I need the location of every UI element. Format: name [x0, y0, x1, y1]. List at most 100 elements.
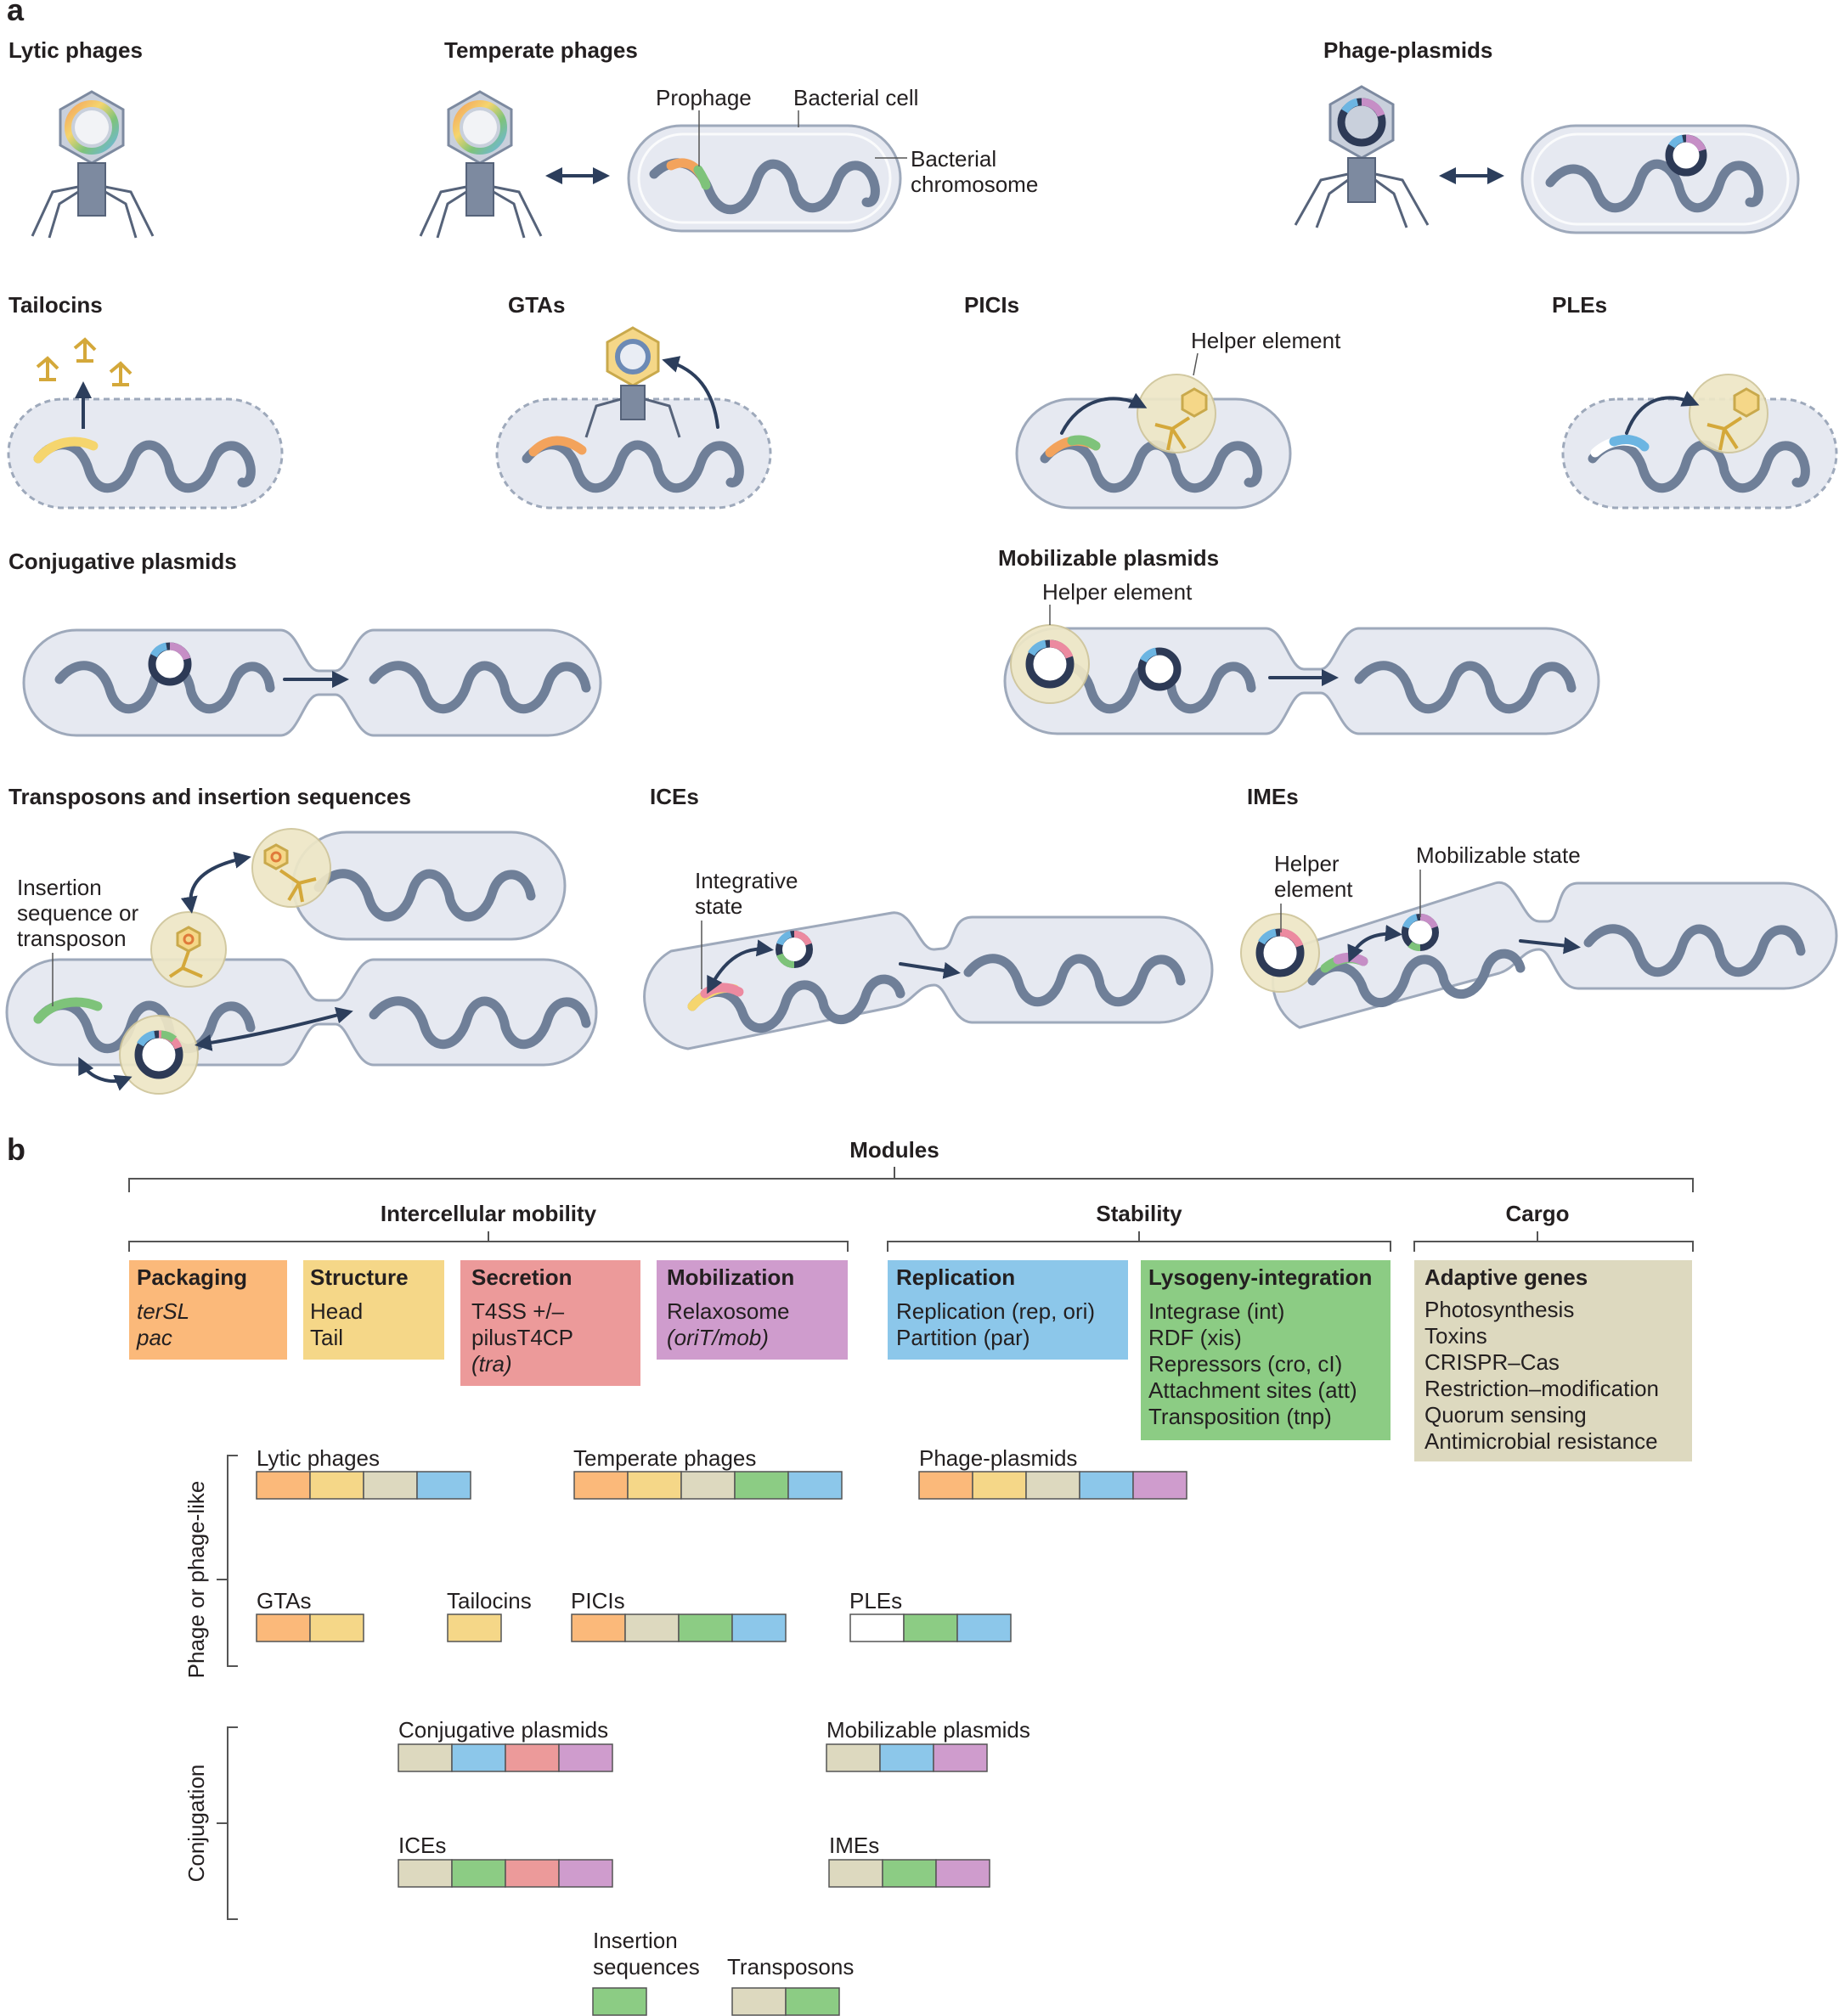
module-mobilization-line: (oriT/mob): [667, 1325, 769, 1350]
module-structure-line: Tail: [310, 1325, 343, 1350]
element-label-insertion-sequences-2: sequences: [593, 1954, 700, 1979]
label-mobilizable-state: Mobilizable state: [1416, 842, 1581, 868]
module-replication-line: Partition (par): [896, 1325, 1030, 1350]
label-bacterial-chromosome-2: chromosome: [911, 172, 1038, 197]
element-label-picis: PICIs: [571, 1588, 625, 1613]
title-gtas: GTAs: [508, 292, 565, 318]
bar-segment-transposons-cargo: [731, 1987, 787, 2016]
module-adaptive-line: Quorum sensing: [1424, 1402, 1587, 1428]
title-temperate-phages: Temperate phages: [444, 37, 638, 63]
bar-segment-picis-replication: [731, 1613, 787, 1642]
bar-segment-lytic-phages-packaging: [256, 1471, 311, 1500]
module-packaging-title: Packaging: [137, 1264, 247, 1290]
bar-segment-phage-plasmids-mobilization: [1132, 1471, 1187, 1500]
bar-segment-conjugative-plasmids-cargo: [398, 1743, 453, 1772]
label-integrative-1: Integrative: [695, 868, 798, 893]
bar-segment-phage-plasmids-replication: [1079, 1471, 1134, 1500]
bar-segment-temperate-phages-cargo: [680, 1471, 736, 1500]
module-adaptive-line: Restriction–modification: [1424, 1376, 1659, 1401]
module-mobilization-box: [657, 1260, 848, 1360]
element-label-transposons: Transposons: [727, 1954, 854, 1979]
bar-segment-phage-plasmids-packaging: [918, 1471, 973, 1500]
label-bacterial-cell: Bacterial cell: [793, 85, 918, 110]
title-tailocins: Tailocins: [8, 292, 103, 318]
bar-segment-imes-mobilization: [935, 1859, 990, 1888]
imes-illustration: [1240, 881, 1838, 1029]
gtas-illustration: [495, 326, 772, 510]
picis-illustration: [1015, 374, 1292, 510]
element-label-temperate-phages: Temperate phages: [573, 1445, 756, 1471]
title-conjugative-plasmids: Conjugative plasmids: [8, 549, 237, 574]
module-lysogeny-line: Repressors (cro, cI): [1148, 1351, 1342, 1377]
title-ples: PLEs: [1552, 292, 1607, 318]
bar-segment-conjugative-plasmids-secretion: [505, 1743, 560, 1772]
title-imes: IMEs: [1247, 784, 1299, 809]
module-secretion-box: [460, 1260, 640, 1386]
phage-plasmid-cell: [1520, 124, 1800, 234]
module-structure-box: [303, 1260, 444, 1360]
bar-segment-imes-cargo: [828, 1859, 883, 1888]
bar-segment-temperate-phages-packaging: [573, 1471, 629, 1500]
module-replication-box: [888, 1260, 1128, 1360]
bar-segment-phage-plasmids-cargo: [1025, 1471, 1080, 1500]
label-ime-helper-2: element: [1274, 876, 1353, 902]
element-label-tailocins: Tailocins: [447, 1588, 532, 1613]
phage-plasmid-illustration: [1294, 85, 1430, 228]
module-lysogeny-line: Integrase (int): [1148, 1298, 1284, 1324]
module-secretion-line: (tra): [471, 1351, 512, 1377]
bar-segment-transposons-lysogeny: [785, 1987, 840, 2016]
ices-illustration: [643, 911, 1214, 1050]
module-structure-title: Structure: [310, 1264, 409, 1290]
module-adaptive-line: Photosynthesis: [1424, 1297, 1574, 1322]
module-lysogeny-line: Attachment sites (att): [1148, 1377, 1357, 1403]
label-insertion-2: sequence or: [17, 900, 138, 926]
module-secretion-line: pilusT4CP: [471, 1325, 573, 1350]
module-adaptive-title: Adaptive genes: [1424, 1264, 1588, 1290]
module-adaptive-line: Antimicrobial resistance: [1424, 1428, 1658, 1454]
module-adaptive-box: [1414, 1260, 1692, 1461]
module-lysogeny-title: Lysogeny-integration: [1148, 1264, 1372, 1290]
module-packaging-line: terSL: [137, 1298, 189, 1324]
bar-segment-insertion-sequences-lysogeny: [592, 1987, 647, 2016]
bar-segment-picis-packaging: [571, 1613, 626, 1642]
module-packaging-line: pac: [136, 1325, 172, 1350]
label-bacterial-chromosome-1: Bacterial: [911, 146, 996, 172]
module-structure: Structure Head Tail: [303, 1260, 444, 1360]
module-mobilization: Mobilization Relaxosome (oriT/mob): [657, 1260, 848, 1360]
module-mobilization-title: Mobilization: [667, 1264, 794, 1290]
title-ices: ICEs: [650, 784, 699, 809]
element-label-gtas: GTAs: [257, 1588, 312, 1613]
module-adaptive: Adaptive genes Photosynthesis Toxins CRI…: [1414, 1260, 1692, 1461]
transposons-illustration: [5, 828, 598, 1095]
side-label-phage-like: Phage or phage-like: [183, 1481, 209, 1679]
bar-segment-lytic-phages-replication: [416, 1471, 471, 1500]
label-integrative-2: state: [695, 893, 742, 919]
module-mobilization-line: Relaxosome: [667, 1298, 790, 1324]
group-cargo: Cargo: [1505, 1201, 1569, 1226]
bar-segment-ples-lysogeny: [903, 1613, 958, 1642]
module-lysogeny-line: Transposition (tnp): [1148, 1404, 1332, 1429]
module-replication: Replication Replication (rep, ori) Parti…: [888, 1260, 1128, 1360]
bar-segment-ices-mobilization: [558, 1859, 613, 1888]
mobilizable-plasmid-illustration: [1003, 624, 1600, 735]
bar-segment-ices-secretion: [505, 1859, 560, 1888]
bar-segment-mobilizable-plasmids-cargo: [826, 1743, 881, 1772]
conjugation-bracket: [217, 1726, 238, 1920]
label-ime-helper-1: Helper: [1274, 851, 1340, 876]
bar-segment-picis-cargo: [624, 1613, 680, 1642]
bar-segment-temperate-phages-replication: [787, 1471, 843, 1500]
bar-segment-mobilizable-plasmids-mobilization: [933, 1743, 988, 1772]
module-secretion-line: T4SS +/–: [471, 1298, 565, 1324]
element-label-lytic-phages: Lytic phages: [257, 1445, 380, 1471]
module-adaptive-line: CRISPR–Cas: [1424, 1349, 1560, 1375]
bar-segment-conjugative-plasmids-replication: [451, 1743, 506, 1772]
element-label-phage-plasmids: Phage-plasmids: [919, 1445, 1077, 1471]
bar-segment-lytic-phages-cargo: [363, 1471, 418, 1500]
tailocins-illustration: [7, 337, 284, 510]
module-replication-title: Replication: [896, 1264, 1015, 1290]
module-lysogeny-box: [1141, 1260, 1391, 1440]
bar-segment-imes-lysogeny: [882, 1859, 937, 1888]
bar-segment-ples-empty: [849, 1613, 905, 1642]
module-packaging-box: [129, 1260, 287, 1360]
module-lysogeny: Lysogeny-integration Integrase (int) RDF…: [1141, 1260, 1391, 1440]
